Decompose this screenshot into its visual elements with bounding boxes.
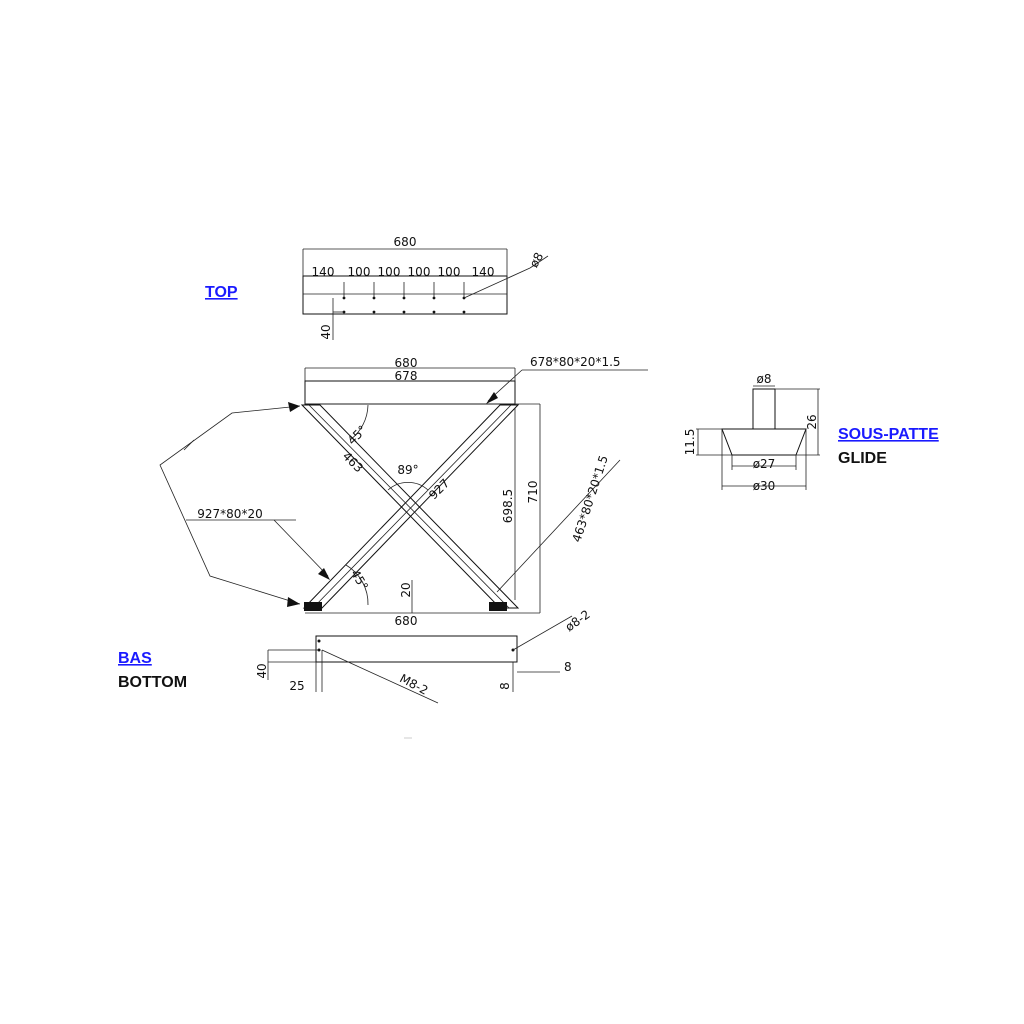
leg-left-inner (308, 404, 510, 609)
glide-outer-dim: ø30 (753, 479, 776, 493)
bottom-plate (315, 635, 518, 663)
glide-base-dim: 11.5 (683, 429, 697, 456)
front-bottom-dim: 680 (395, 614, 418, 628)
foot-right (489, 602, 507, 611)
top-spacing-4: 100 (408, 265, 431, 279)
top-hole-leader-2 (529, 255, 549, 269)
top-spacing-1: 140 (312, 265, 335, 279)
top-plate-outline (302, 275, 508, 315)
foot-left (304, 602, 322, 611)
glide-inner-dim: ø27 (753, 457, 776, 471)
bottom-dim-8a: 8 (564, 660, 572, 674)
bottom-view: 40 25 M8-2 ø8-2 8 8 (255, 607, 593, 704)
bracket-arrow-bottom (287, 597, 300, 607)
thread-leader (321, 649, 439, 704)
front-top-inner-dim: 678 (395, 369, 418, 383)
bottom-label: BOTTOM (118, 674, 187, 691)
glide-label: GLIDE (838, 450, 887, 467)
top-beam-arrow (486, 392, 498, 404)
glide-view: ø8 ø27 ø30 26 11.5 (683, 372, 820, 493)
bracket-arrow-top (288, 402, 300, 412)
top-beam-spec: 678*80*20*1.5 (530, 355, 621, 369)
bottom-hole-left (317, 639, 321, 643)
angle-center: 89° (397, 463, 418, 477)
angle-bottom: 45° (348, 567, 371, 592)
sous-patte-label: SOUS-PATTE (838, 426, 939, 443)
full-leg-length: 927 (426, 476, 452, 502)
bracket-tick (183, 439, 195, 451)
glide-height-dim: 26 (805, 414, 819, 429)
angle-top: 45° (345, 423, 370, 448)
half-leg-length: 463 (340, 449, 366, 475)
angle-arc-top (349, 404, 369, 441)
glide-stem (752, 388, 776, 430)
top-beam (304, 380, 516, 405)
top-spacing-5: 100 (438, 265, 461, 279)
half-profile-leader (496, 459, 621, 593)
angle-arc-bottom (345, 564, 369, 606)
angle-arc-center (387, 481, 429, 491)
foot-height-dim: 20 (399, 582, 413, 597)
leg-diagonal-right (302, 404, 520, 609)
top-view: 680 140 100 100 100 100 140 40 (302, 235, 549, 340)
top-spacing-6: 140 (472, 265, 495, 279)
bas-label: BAS (118, 650, 152, 667)
hole-marker (432, 310, 436, 314)
top-holes (342, 296, 466, 314)
top-hole-leader (463, 267, 531, 299)
glide-stem-dim: ø8 (757, 372, 772, 386)
leg-bracket-leader (159, 405, 301, 605)
hole-marker (462, 310, 466, 314)
leg-profile-arrow (318, 568, 330, 580)
top-label: TOP (205, 284, 238, 301)
bottom-dim-40: 40 (255, 663, 269, 678)
front-view: 680 678 678*80*20*1.5 45° 89° 45° 463 92… (159, 355, 648, 628)
bottom-dim-8b: 8 (498, 682, 512, 690)
top-spacing-3: 100 (378, 265, 401, 279)
inner-height-dim: 698.5 (501, 489, 515, 523)
top-hole-dim: ø8 (527, 250, 547, 270)
total-height-dim: 710 (526, 481, 540, 504)
glide-base (721, 428, 807, 456)
bottom-dim-25: 25 (289, 679, 304, 693)
leg-profile-spec: 927*80*20 (197, 507, 262, 521)
top-spacing-2: 100 (348, 265, 371, 279)
leg-right-inner (312, 404, 512, 609)
half-profile-spec: 463*80*20*1.5 (570, 454, 611, 544)
top-offset-dim: 40 (319, 324, 333, 339)
leg-diagonal-left (300, 404, 520, 609)
bottom-hole-spec: ø8-2 (563, 607, 593, 634)
bottom-hole-leader (512, 615, 573, 651)
hole-marker (372, 310, 376, 314)
leg-profile-leader (273, 519, 329, 577)
top-overall-dim: 680 (394, 235, 417, 249)
front-top-outer-dim: 680 (395, 356, 418, 370)
thread-spec: M8-2 (397, 671, 430, 697)
hole-marker (402, 310, 406, 314)
